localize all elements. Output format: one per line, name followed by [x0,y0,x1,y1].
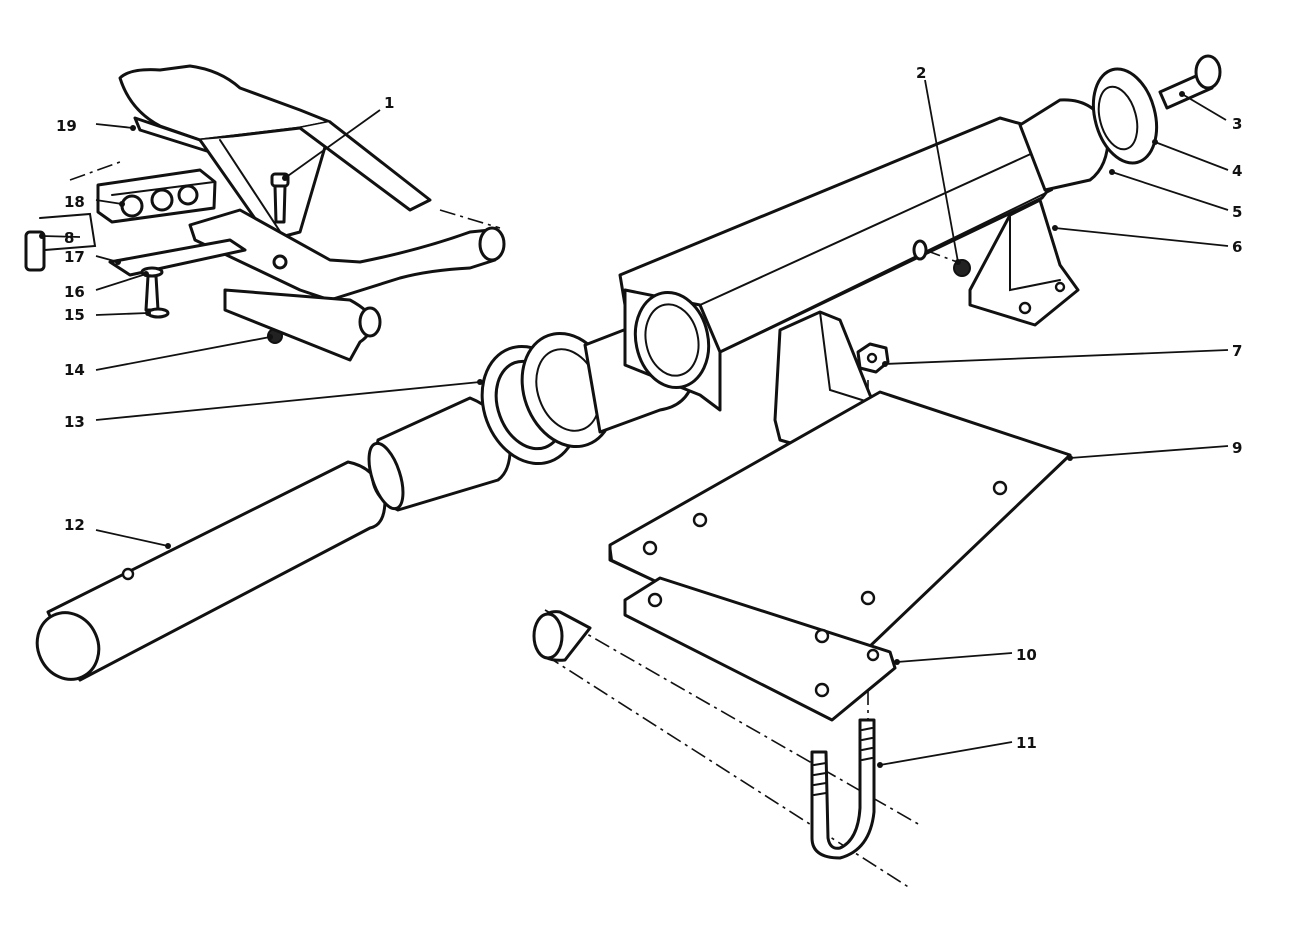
callout-18: 18 [64,193,85,211]
callout-11: 11 [1016,734,1037,752]
callout-labels: 1 2 3 4 5 6 7 8 9 10 11 12 13 14 15 16 1… [56,64,1242,752]
callout-17: 17 [64,248,85,266]
part-17-strap [108,238,247,277]
callout-14: 14 [64,361,85,379]
part-8-pin [24,212,97,272]
frame-plate [188,208,506,302]
callout-4: 4 [1232,162,1242,180]
part-3-bolt [1158,54,1222,110]
callout-13: 13 [64,413,85,431]
part-12-long-tube [35,460,387,682]
callout-3: 3 [1232,115,1242,133]
part-10-backing-plate [623,576,897,722]
lower-tube [223,288,382,362]
callout-10: 10 [1016,646,1037,664]
callout-12: 12 [64,516,85,534]
callout-8: 8 [64,229,74,247]
callout-19: 19 [56,117,77,135]
lower-frame-tube [532,610,592,662]
part-11-u-bolt [810,718,876,860]
part-18-clamp-block [96,168,217,224]
callout-1: 1 [384,94,394,112]
callout-15: 15 [64,306,85,324]
part-19-seat-bracket [118,64,432,263]
callout-2: 2 [916,64,926,82]
part-1-bolt [270,172,290,270]
callout-5: 5 [1232,203,1242,221]
callout-7: 7 [1232,342,1242,360]
callout-6: 6 [1232,238,1242,256]
leader-lines [39,79,1229,768]
callout-9: 9 [1232,439,1242,457]
part-6-housing [618,116,1080,462]
part-4-5-pulley [1018,67,1159,192]
callout-16: 16 [64,283,85,301]
part-7-nut [856,342,890,374]
